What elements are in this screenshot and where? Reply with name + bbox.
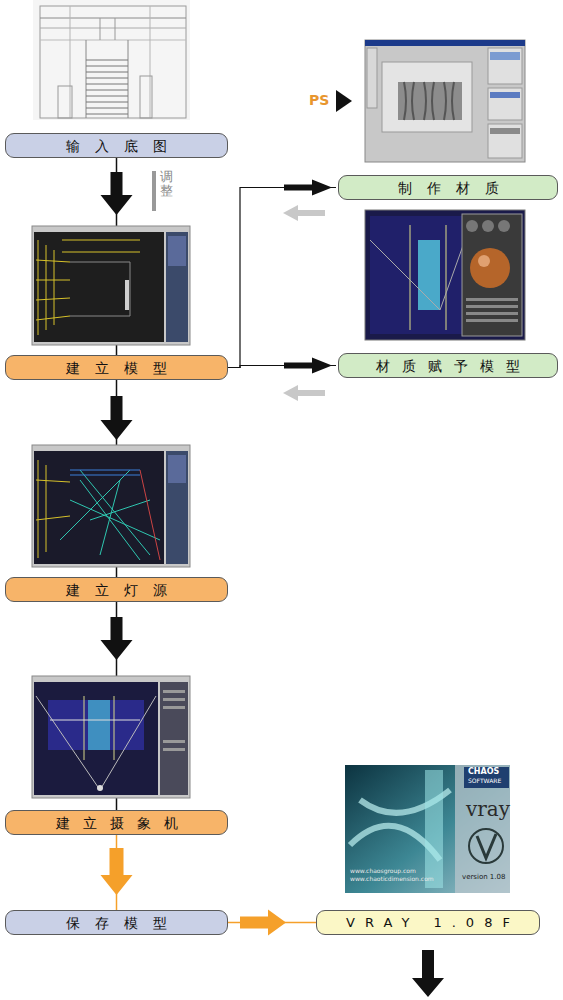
process-box: 建立灯源 — [5, 577, 228, 602]
brand-label: SOFTWARE — [468, 778, 501, 785]
material-editor-screenshot — [365, 210, 525, 340]
process-box: 建立模型 — [5, 355, 228, 380]
process-box: 建立摄象机 — [5, 810, 228, 835]
process-box: 制作材质 — [338, 175, 558, 200]
box-label: VRAY 1.08F — [336, 916, 520, 929]
flow-arrow — [228, 910, 316, 936]
process-box: 保存模型 — [5, 910, 228, 935]
vray-splash — [345, 765, 510, 893]
url-label: www.chaosgroup.com — [350, 868, 416, 875]
brand-label: CHAOS — [468, 768, 499, 777]
return-arrow — [283, 205, 325, 221]
light-screenshot — [32, 445, 190, 567]
process-box: VRAY 1.08F — [316, 910, 540, 935]
elevation-drawing — [33, 0, 190, 120]
box-label: 输入底图 — [51, 139, 182, 153]
flow-arrow — [228, 358, 336, 374]
box-label: 建立灯源 — [51, 583, 182, 597]
photoshop-screenshot — [365, 40, 525, 162]
product-logo-text: vray — [466, 798, 510, 820]
output-arrow — [412, 950, 444, 997]
flow-arrow — [228, 180, 336, 368]
ps-label: PS — [309, 93, 329, 108]
adjust-label: 调整 — [160, 170, 173, 199]
process-box: 材质赋予模型 — [338, 353, 558, 378]
model-screenshot — [32, 226, 190, 345]
camera-screenshot — [32, 676, 190, 798]
ps-pointer — [336, 90, 352, 112]
flow-arrow — [101, 835, 133, 910]
box-label: 建立模型 — [51, 361, 182, 375]
box-label: 保存模型 — [51, 916, 182, 930]
box-label: 建立摄象机 — [43, 816, 191, 830]
return-arrow — [283, 385, 325, 401]
box-label: 材质赋予模型 — [364, 359, 532, 373]
process-box: 输入底图 — [5, 133, 228, 158]
box-label: 制作材质 — [383, 181, 514, 195]
url-label: www.chaoticdimension.com — [350, 876, 434, 883]
version-label: version 1.08 — [462, 874, 505, 882]
adjust-bar — [152, 171, 156, 211]
